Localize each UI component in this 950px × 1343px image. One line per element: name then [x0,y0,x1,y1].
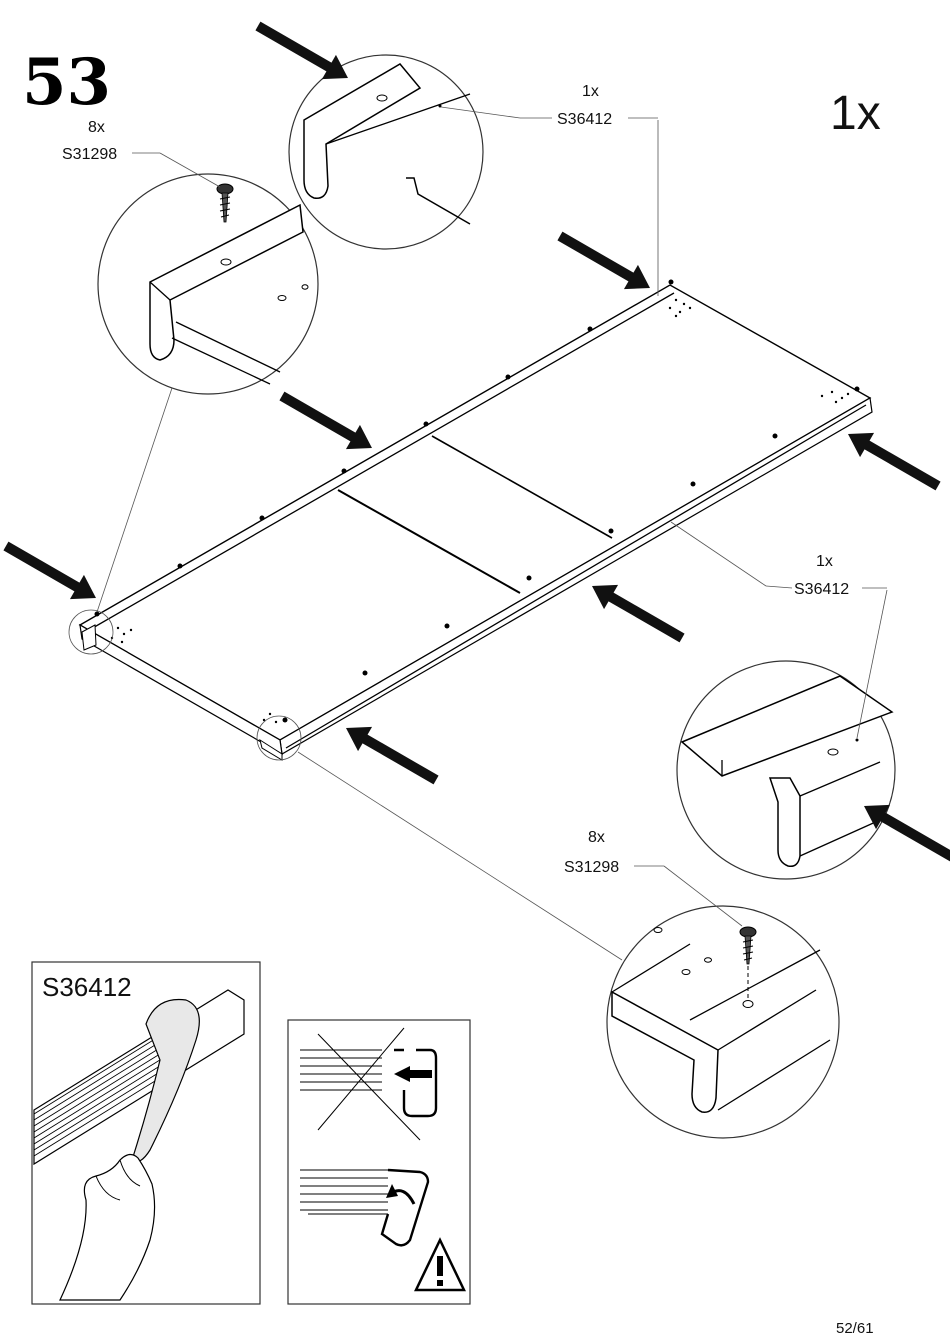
arrow-icon [275,384,379,460]
callout-screw-bottom-part: S31298 [564,859,619,876]
callout-strip-top-qty: 1x [582,83,599,100]
arrow-icon [841,422,945,498]
arrow-icon [0,534,103,610]
callout-screw-top-qty: 8x [88,119,105,136]
callout-strip-right-qty: 1x [816,553,833,570]
instruction-part: S36412 [42,972,132,1002]
page-number: 52/61 [836,1320,874,1337]
callout-screw-top-part: S31298 [62,146,117,163]
step-number: 53 [22,45,111,120]
arrow-icon [339,716,443,792]
arrow-icon [585,574,689,650]
quantity-total: 1x [830,87,881,140]
arrow-icon [553,224,657,300]
instruction-orientation-panel [288,1020,470,1304]
detail-strip-right [677,588,895,879]
detail-strip-top [289,55,552,249]
detail-screw-top [98,153,318,394]
callout-strip-right-part: S36412 [794,581,849,598]
callout-strip-top-part: S36412 [557,111,612,128]
detail-screw-bottom [607,866,839,1138]
callout-screw-bottom-qty: 8x [588,829,605,846]
instruction-peel-panel [32,962,260,1304]
